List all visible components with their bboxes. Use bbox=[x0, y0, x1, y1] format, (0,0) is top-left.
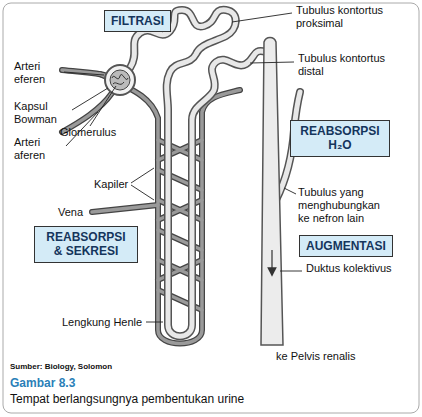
figure-frame bbox=[3, 3, 419, 413]
stage-box: REABSORPSI & SEKRESI bbox=[34, 226, 138, 263]
part-label: Gambar 8.3 bbox=[10, 376, 210, 390]
stage-box: AUGMENTASI bbox=[299, 235, 393, 257]
bowman-capsule bbox=[105, 65, 135, 95]
part-label: Lengkung Henle bbox=[62, 316, 152, 329]
stage-box: REABSORPSI H₂O bbox=[290, 120, 390, 157]
glomerulus-coil bbox=[112, 74, 128, 84]
figure-caption: Tempat berlangsungnya pembentukan urine bbox=[10, 392, 244, 406]
stage-label: REABSORPSI H₂O bbox=[297, 124, 383, 153]
part-label: Tubulus kontortus proksimal bbox=[296, 4, 416, 30]
capillary-outline bbox=[62, 70, 240, 344]
part-label: Kapiler bbox=[94, 178, 144, 191]
stage-label: REABSORPSI & SEKRESI bbox=[41, 230, 131, 259]
part-label: Vena bbox=[58, 206, 98, 219]
glomerulus bbox=[110, 70, 130, 90]
capillary-fill bbox=[62, 70, 240, 344]
part-label: ke Pelvis renalis bbox=[276, 350, 396, 363]
stage-label: AUGMENTASI bbox=[306, 239, 386, 253]
part-label: Kapsul Bowman bbox=[14, 100, 74, 126]
stage-box: FILTRASI bbox=[104, 10, 171, 32]
stage-label: FILTRASI bbox=[111, 14, 164, 28]
collecting-duct bbox=[261, 38, 283, 346]
part-label: Duktus kolektivus bbox=[306, 262, 396, 275]
leader-lines bbox=[64, 13, 302, 322]
part-label: Sumber: Biology, Solomon bbox=[10, 362, 210, 372]
flow-arrow bbox=[271, 250, 272, 272]
part-label: Arteri eferen bbox=[14, 60, 64, 86]
part-label: Tubulus yang menghubungkan ke nefron lai… bbox=[298, 186, 393, 226]
part-label: Tubulus kontortus distal bbox=[298, 52, 408, 78]
part-label: Glomerulus bbox=[60, 126, 140, 139]
part-label: Arteri aferen bbox=[14, 136, 64, 162]
